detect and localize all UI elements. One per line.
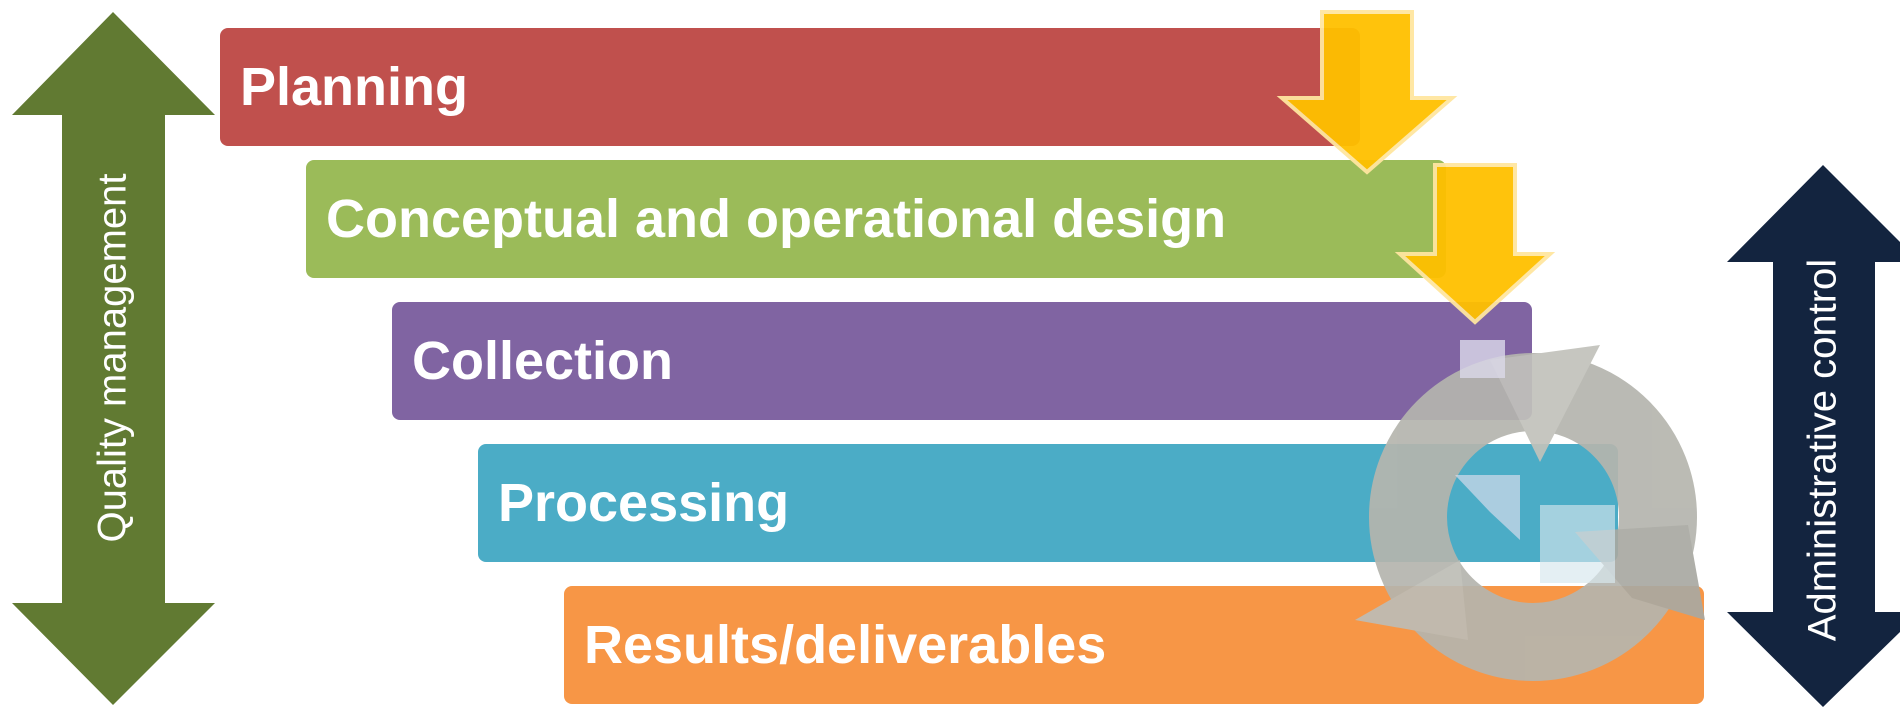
stage-label: Conceptual and operational design [326,189,1227,249]
stage-label: Processing [498,473,790,533]
stage-bar-design: Conceptual and operational design [306,160,1446,278]
administrative-control-label: Administrative control [1800,258,1845,642]
flow-down-arrow-icon [1394,163,1556,325]
administrative-control-arrow-icon [1727,165,1900,707]
stage-label: Planning [240,57,468,117]
stage-label: Collection [412,331,674,391]
stage-bar-collection: Collection [392,302,1532,420]
flow-down-arrow-icon [1276,10,1458,175]
stage-bar-planning: Planning [220,28,1360,146]
cycle-refresh-icon [1355,340,1705,681]
stage-label: Results/deliverables [584,615,1107,675]
quality-management-label: Quality management [90,173,135,543]
quality-management-arrow-icon [12,12,215,705]
